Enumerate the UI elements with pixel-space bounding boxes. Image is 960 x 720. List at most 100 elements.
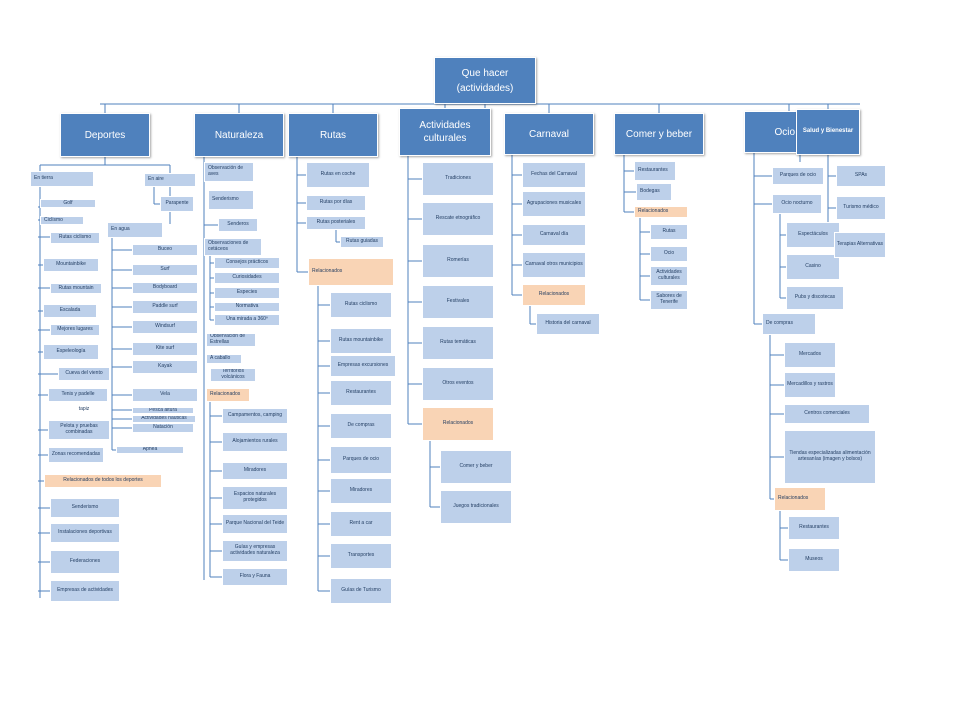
naturaleza-estrellas[interactable]: Observación de Estrellas: [206, 333, 256, 347]
naturaleza-especies[interactable]: Especies: [214, 287, 280, 299]
deportes-mountainbike[interactable]: Mountainbike: [43, 258, 99, 272]
category-rutas[interactable]: Rutas: [288, 113, 378, 157]
carnaval-relacionados[interactable]: Relacionados: [522, 284, 586, 306]
ocio-museos[interactable]: Museos: [788, 548, 840, 572]
deportes-empresas[interactable]: Empresas de actividades: [50, 580, 120, 602]
naturaleza-espacios[interactable]: Espacios naturales protegidos: [222, 486, 288, 510]
category-naturaleza[interactable]: Naturaleza: [194, 113, 284, 157]
naturaleza-miradores[interactable]: Miradores: [222, 462, 288, 480]
rutas-miradores[interactable]: Miradores: [330, 478, 392, 504]
deportes-zonas[interactable]: Zonas recomendadas: [48, 447, 104, 463]
ocio-tiendas[interactable]: Tiendas especializadas alimentación arte…: [784, 430, 876, 484]
ocio-nocturno[interactable]: Ocio nocturno: [772, 194, 822, 214]
rutas-guias-turismo[interactable]: Guías de Turismo: [330, 578, 392, 604]
category-comer-y-beber[interactable]: Comer y beber: [614, 113, 704, 155]
naturaleza-campamentos[interactable]: Campamentos, camping: [222, 408, 288, 424]
naturaleza-una-mirada[interactable]: Una mirada a 360º: [214, 314, 280, 326]
culturales-juegos[interactable]: Juegos tradicionales: [440, 490, 512, 524]
category-salud-bienestar[interactable]: Salud y Bienestar: [796, 109, 860, 155]
deportes-windsurf[interactable]: Windsurf: [132, 320, 198, 334]
deportes-pesca[interactable]: Pesca altura: [132, 407, 194, 414]
ocio-relacionados[interactable]: Relacionados: [774, 487, 826, 511]
ocio-centros[interactable]: Centros comerciales: [784, 404, 870, 424]
naturaleza-curiosidades[interactable]: Curiosidades: [214, 272, 280, 284]
ocio-casino[interactable]: Casino: [786, 254, 840, 280]
rutas-compras[interactable]: De compras: [330, 413, 392, 439]
deportes-relacionados[interactable]: Relacionados de todos los deportes: [44, 474, 162, 488]
deportes-buceo[interactable]: Buceo: [132, 244, 198, 256]
naturaleza-normativa[interactable]: Normativa: [214, 302, 280, 312]
culturales-festivales[interactable]: Festivales: [422, 285, 494, 319]
naturaleza-alojamientos[interactable]: Alojamientos rurales: [222, 432, 288, 452]
naturaleza-observacion-aves[interactable]: Observación de aves: [204, 162, 254, 182]
comer-sabores[interactable]: Sabores de Tenerife: [650, 290, 688, 310]
deportes-apnea[interactable]: Apnea: [116, 446, 184, 454]
carnaval-fechas[interactable]: Fechas del Carnaval: [522, 162, 586, 188]
deportes-federaciones[interactable]: Federaciones: [50, 550, 120, 574]
deportes-cueva-viento[interactable]: Cueva del viento: [58, 367, 110, 381]
rutas-parques[interactable]: Parques de ocio: [330, 446, 392, 474]
deportes-pelota[interactable]: Pelota y pruebas combinadas: [48, 420, 110, 440]
deportes-ciclismo[interactable]: Ciclismo: [40, 216, 84, 225]
deportes-surf[interactable]: Surf: [132, 264, 198, 276]
rutas-empresas[interactable]: Empresas excursiones: [330, 355, 396, 377]
culturales-tradiciones[interactable]: Tradiciones: [422, 162, 494, 196]
culturales-otros-eventos[interactable]: Otros eventos: [422, 367, 494, 401]
culturales-comer-beber[interactable]: Comer y beber: [440, 450, 512, 484]
deportes-bodyboard[interactable]: Bodyboard: [132, 282, 198, 294]
naturaleza-territorios[interactable]: Territorios volcánicos: [210, 368, 256, 382]
ocio-mercadillos[interactable]: Mercadillos y rastros: [784, 372, 836, 398]
naturaleza-senderismo[interactable]: Senderismo: [208, 190, 254, 210]
deportes-kite-surf[interactable]: Kite surf: [132, 342, 198, 356]
culturales-rutas-tematicas[interactable]: Rutas temáticas: [422, 326, 494, 360]
deportes-senderismo[interactable]: Senderismo: [50, 498, 120, 518]
rutas-restaurantes[interactable]: Restaurantes: [330, 380, 392, 406]
comer-rutas[interactable]: Rutas: [650, 224, 688, 240]
ocio-mercados[interactable]: Mercados: [784, 342, 836, 368]
rutas-transportes[interactable]: Transportes: [330, 543, 392, 569]
deportes-kayak[interactable]: Kayak: [132, 360, 198, 374]
deportes-actividades-nauticas[interactable]: Actividades náuticas: [132, 415, 196, 423]
deportes-en-tierra[interactable]: En tierra: [30, 171, 94, 187]
carnaval-agrupaciones[interactable]: Agrupaciones musicales: [522, 191, 586, 217]
deportes-paddle-surf[interactable]: Paddle surf: [132, 300, 198, 314]
naturaleza-caballo[interactable]: A caballo: [206, 354, 242, 364]
culturales-relacionados[interactable]: Relacionados: [422, 407, 494, 441]
ocio-parques[interactable]: Parques de ocio: [772, 167, 824, 185]
ocio-espectaculos[interactable]: Espectáculos: [786, 222, 840, 248]
deportes-en-agua[interactable]: En agua: [107, 222, 163, 238]
ocio-compras[interactable]: De compras: [762, 313, 816, 335]
deportes-vela[interactable]: Vela: [132, 388, 198, 402]
rutas-mountainbike[interactable]: Rutas mountainbike: [330, 328, 392, 354]
carnaval-otros-municipios[interactable]: Carnaval otros municipios: [522, 252, 586, 278]
deportes-tenis-padelle[interactable]: Tenis y padelle: [48, 388, 108, 402]
culturales-romerias[interactable]: Romerías: [422, 244, 494, 278]
deportes-rutas-mountain[interactable]: Rutas mountain: [50, 283, 102, 294]
category-deportes[interactable]: Deportes: [60, 113, 150, 157]
ocio-pubs[interactable]: Pubs y discotecas: [786, 286, 844, 310]
rutas-relacionados[interactable]: Relacionados: [308, 258, 394, 286]
salud-spas[interactable]: SPAs: [836, 165, 886, 187]
root-node[interactable]: Que hacer (actividades): [434, 57, 536, 104]
naturaleza-observacion-cetaceos[interactable]: Observaciones de cetáceos: [204, 238, 262, 256]
rutas-posteriales[interactable]: Rutas posteriales: [306, 216, 366, 230]
deportes-en-aire[interactable]: En aire: [144, 173, 196, 187]
deportes-tenis-tag[interactable]: tapiz: [78, 406, 90, 413]
naturaleza-senderos[interactable]: Senderos: [218, 218, 258, 232]
deportes-mejores-lugares[interactable]: Mejores lugares: [50, 324, 100, 336]
deportes-golf[interactable]: Golf: [40, 199, 96, 208]
rutas-dias[interactable]: Rutas por días: [306, 195, 366, 211]
category-carnaval[interactable]: Carnaval: [504, 113, 594, 155]
naturaleza-flora[interactable]: Flora y Fauna: [222, 568, 288, 586]
deportes-rutas-ciclismo[interactable]: Rutas ciclismo: [50, 232, 100, 244]
culturales-etnografico[interactable]: Rescate etnográfico: [422, 202, 494, 236]
rutas-guiadas[interactable]: Rutas guiadas: [340, 236, 384, 248]
category-actividades-culturales[interactable]: Actividades culturales: [399, 108, 491, 156]
rutas-coche[interactable]: Rutas en coche: [306, 162, 370, 188]
carnaval-dia[interactable]: Carnaval día: [522, 224, 586, 246]
naturaleza-parque-teide[interactable]: Parque Nacional del Teide: [222, 514, 288, 534]
deportes-instalaciones[interactable]: Instalaciones deportivas: [50, 523, 120, 543]
comer-actividades[interactable]: Actividades culturales: [650, 266, 688, 286]
deportes-escalada[interactable]: Escalada: [43, 304, 97, 318]
salud-turismo-medico[interactable]: Turismo médico: [836, 196, 886, 220]
